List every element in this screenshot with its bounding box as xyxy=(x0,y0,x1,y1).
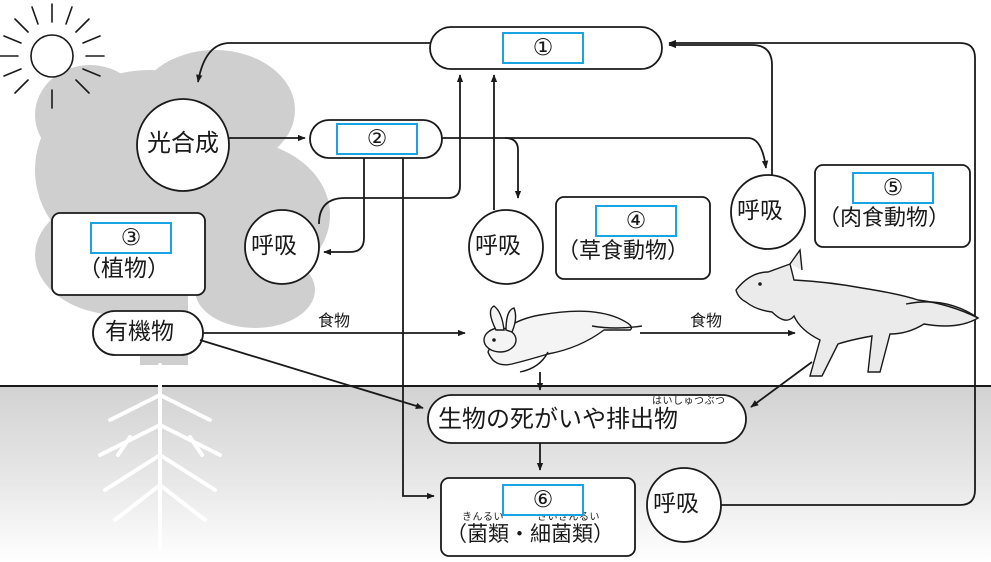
respiration-circle-plant xyxy=(244,209,320,285)
food-label-2: 食物 xyxy=(690,311,723,330)
arrow-node2-to-herbivores xyxy=(442,137,522,199)
answer-box-1[interactable]: ① xyxy=(502,32,584,64)
rabbit-icon xyxy=(483,305,643,373)
photosynthesis-circle xyxy=(136,98,230,192)
arrow-plant-respiration-to-node1 xyxy=(318,74,464,225)
arrow-node2-to-carnivores xyxy=(505,137,769,169)
arrow-organic-to-remains xyxy=(199,339,424,409)
organic-matter-label: 有機物 xyxy=(105,319,174,345)
arrow-decomposer-respiration-to-node1 xyxy=(668,39,976,506)
remains-label: 生物の死がいや排出物 xyxy=(438,405,678,433)
plants-label: （植物） xyxy=(78,256,170,282)
herbivores-label: （草食動物） xyxy=(557,239,690,264)
remains-pill xyxy=(427,394,747,444)
arrow-node2-to-respiration xyxy=(323,158,365,256)
decomposers-box xyxy=(440,477,636,557)
arrow-node1-to-photosynthesis xyxy=(196,42,430,83)
sun-icon xyxy=(0,3,105,109)
decomposers-label: （菌類・細菌類） xyxy=(446,522,614,546)
roots-icon xyxy=(98,363,222,550)
answer-box-4[interactable]: ④ xyxy=(595,205,677,237)
answer-box-6[interactable]: ⑥ xyxy=(502,484,584,516)
answer-box-5[interactable]: ⑤ xyxy=(852,172,934,204)
wolf-icon xyxy=(735,248,980,377)
arrow-node2-to-decomposers xyxy=(402,158,435,500)
respiration-label-carnivore: 呼吸 xyxy=(737,198,783,224)
carnivores-label: （肉食動物） xyxy=(818,206,951,231)
arrow-carnivore-respiration-to-node1 xyxy=(668,41,773,175)
ruby-haishutsubutsu: はいしゅつぶつ xyxy=(652,396,726,407)
answer-box-2[interactable]: ② xyxy=(336,123,418,155)
respiration-circle-carnivore xyxy=(730,174,806,250)
respiration-label-plant: 呼吸 xyxy=(251,233,297,259)
photosynthesis-label: 光合成 xyxy=(147,129,219,157)
ruby-kinrui: きんるい xyxy=(462,512,504,523)
answer-box-3[interactable]: ③ xyxy=(90,222,172,254)
food-label-1: 食物 xyxy=(318,311,351,330)
respiration-circle-herbivore xyxy=(468,209,544,285)
ruby-saikinrui: さいきんるい xyxy=(537,512,600,523)
arrow-wolf-to-remains xyxy=(750,361,813,408)
respiration-label-herbivore: 呼吸 xyxy=(475,233,521,259)
respiration-label-decomposer: 呼吸 xyxy=(653,491,699,517)
